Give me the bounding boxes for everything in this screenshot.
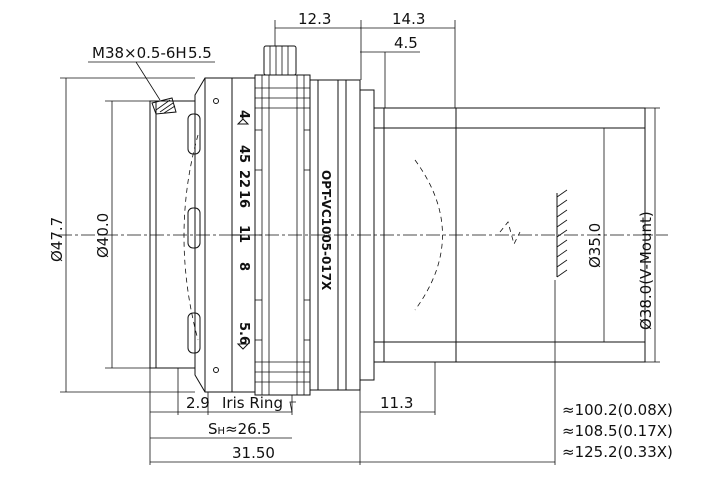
dim-11-3: 11.3 bbox=[380, 394, 413, 412]
dim-31-50: 31.50 bbox=[232, 444, 275, 462]
front-thread-section bbox=[149, 97, 195, 369]
f-stop-45: 45 bbox=[236, 145, 251, 163]
dim-14-3: 14.3 bbox=[392, 10, 425, 28]
left-dimensions bbox=[60, 77, 195, 393]
aperture-scale: 45 22 16 11 8 5.6 4 bbox=[232, 110, 251, 350]
f-stop-22: 22 bbox=[236, 170, 251, 188]
dim-12-3: 12.3 bbox=[298, 10, 331, 28]
dim-4-5: 4.5 bbox=[394, 34, 418, 52]
dia-47-7: Ø47.7 bbox=[48, 217, 66, 262]
working-distance-0-08x: ≈100.2(0.08X) bbox=[562, 401, 673, 419]
thread-spec-label: M38×0.5-6H bbox=[92, 44, 187, 62]
bottom-dimensions bbox=[149, 280, 556, 465]
knurling-pattern bbox=[255, 75, 310, 395]
f-stop-8: 8 bbox=[236, 262, 251, 271]
iris-ring-label: Iris Ring bbox=[222, 394, 283, 412]
f-stop-11: 11 bbox=[236, 225, 251, 243]
dia-38-0-vmount: Ø38.0(V-Mount) bbox=[637, 211, 655, 330]
dim-5-5: 5.5 bbox=[188, 44, 212, 62]
dim-sh-26-5: SH≈26.5 bbox=[208, 420, 271, 438]
f-stop-5-6: 5.6 bbox=[236, 322, 251, 345]
right-dimensions bbox=[603, 107, 660, 363]
image-plane bbox=[556, 189, 568, 278]
lock-screw bbox=[263, 45, 297, 76]
lens-body bbox=[183, 45, 646, 396]
working-distance-0-33x: ≈125.2(0.33X) bbox=[562, 443, 673, 461]
f-stop-16: 16 bbox=[236, 190, 251, 208]
top-dimensions bbox=[274, 20, 456, 108]
dim-2-9: 2.9 bbox=[186, 394, 210, 412]
lens-model-engraving: OPT-VC1005-017X bbox=[319, 170, 333, 291]
f-stop-4: 4 bbox=[236, 110, 251, 119]
working-distance-0-17x: ≈108.5(0.17X) bbox=[562, 422, 673, 440]
dia-35-0: Ø35.0 bbox=[586, 223, 604, 268]
dia-40-0: Ø40.0 bbox=[94, 213, 112, 258]
